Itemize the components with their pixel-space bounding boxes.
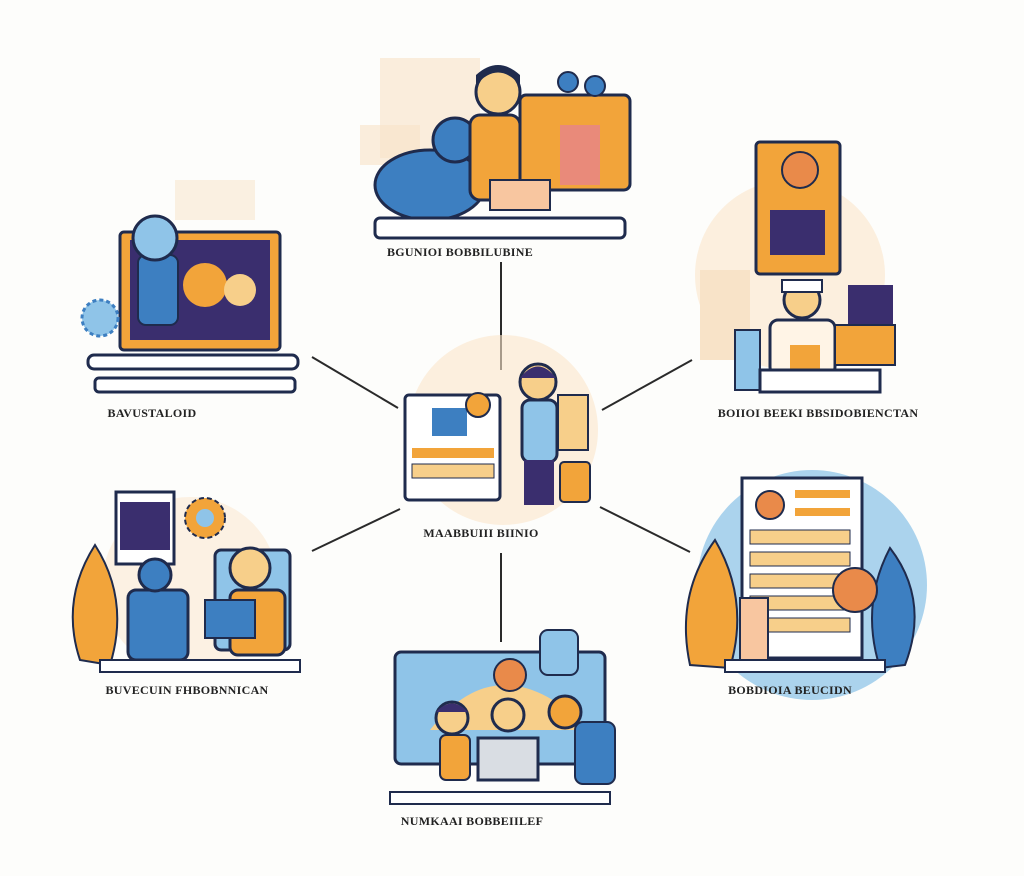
node-label-left-lower: BUVECUIN FHBOBNNICAN bbox=[105, 683, 269, 697]
connector-right-upper bbox=[601, 359, 693, 411]
person-at-kiosk-illustration bbox=[403, 335, 598, 525]
office-workers-illustration bbox=[71, 490, 301, 673]
node-label-bottom: NUMKAAI BOBBEIILEF bbox=[400, 814, 544, 828]
worker-at-counter-illustration bbox=[695, 140, 896, 394]
team-at-monitor-illustration bbox=[389, 629, 616, 805]
laptop-video-illustration bbox=[80, 180, 300, 394]
connector-left-lower bbox=[311, 508, 401, 552]
node-label-top: BGUNIOI BOBBILUBINE bbox=[386, 245, 534, 259]
people-on-sofa-illustration bbox=[360, 58, 632, 240]
node-label-right-lower: BOBDIOIA BEUCIDN bbox=[728, 683, 852, 697]
node-label-left-upper: BAVUSTALOID bbox=[107, 406, 197, 420]
connector-left-upper bbox=[311, 356, 399, 409]
connector-right-lower bbox=[599, 506, 691, 553]
document-with-plants-illustration bbox=[684, 470, 927, 700]
node-label-center: MAABBUIII BIINIO bbox=[423, 526, 539, 540]
node-label-right-upper: BOIIOI BEEKI BBSIDOBIENCTAN bbox=[717, 406, 919, 420]
